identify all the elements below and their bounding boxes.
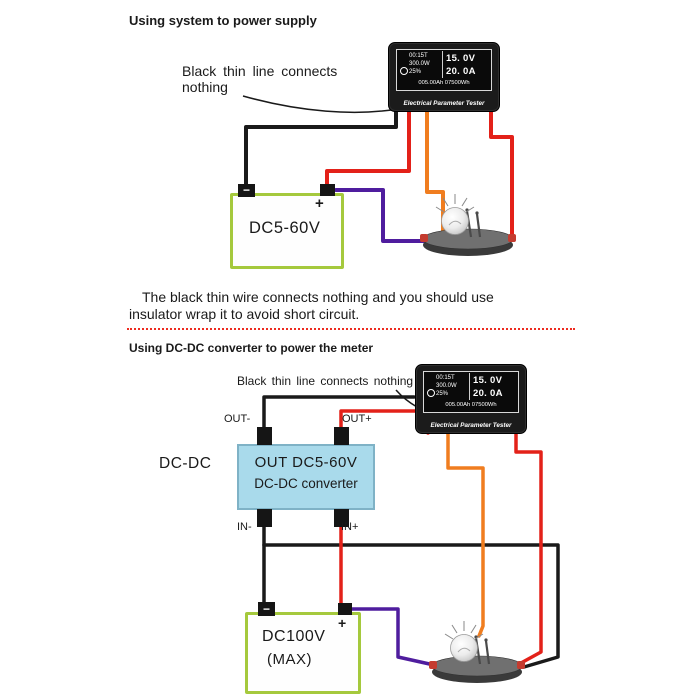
meter-battery-percent: 25% [409,69,422,75]
wire-bottom-out-minus-to-meter [262,395,416,433]
light-bulb-top [418,192,518,258]
battery-label-line2: (MAX) [267,651,312,668]
terminal-out-plus [334,427,349,445]
meter-button-icon [400,67,408,75]
battery-plus-terminal [338,603,352,615]
meter-time: 00:15T [409,53,428,59]
meter-voltage: 15. 0V [446,53,476,64]
meter-brand-text: Electrical Parameter Tester [403,100,485,107]
wire-top-orange-meter-to-bulb [425,109,445,233]
power-meter-bottom: 00:15T 300.0W 25% 15. 0V 20. 0A 005.00Ah… [415,364,527,434]
label-in-minus: IN- [237,521,252,533]
battery-plus-sign: + [315,195,324,212]
meter-voltage: 15. 0V [473,375,503,386]
battery-minus-terminal: − [258,602,275,616]
display-divider [442,51,443,78]
label-in-plus: IN+ [341,521,359,533]
meter-display: 00:15T 300.0W 25% 15. 0V 20. 0A 005.00Ah… [423,371,519,413]
meter-current: 20. 0A [473,388,503,399]
bottom-section-title: Using DC-DC converter to power the meter [129,341,374,355]
battery-label: DC5-60V [249,219,321,237]
converter-name-label: DC-DC converter [254,476,358,491]
wire-top-red-meter-to-bulb [489,109,514,243]
meter-display: 00:15T 300.0W 25% 15. 0V 20. 0A 005.00Ah… [396,49,492,91]
top-note-line2: nothing [182,79,228,95]
label-out-plus: OUT+ [342,413,372,425]
top-note-line1: Black thin line connects [182,63,338,79]
battery-dc5-60v: DC5-60V [230,193,344,269]
meter-current: 20. 0A [446,66,476,77]
battery-minus-terminal: − [238,184,255,197]
red-dotted-separator [127,328,575,330]
terminal-out-minus [257,427,272,445]
wire-top-thin-black-connects-nothing [242,95,399,114]
dcdc-converter: OUT DC5-60V DC-DC converter [237,444,375,510]
wire-bottom-black-to-bulb [262,543,560,669]
middle-note-line2: insulator wrap it to avoid short circuit… [129,306,360,322]
wire-bottom-red-meter-to-bulb [514,431,543,665]
terminal-in-plus [334,509,349,527]
meter-power: 300.0W [409,61,430,67]
meter-power: 300.0W [436,383,457,389]
converter-output-label: OUT DC5-60V [254,454,358,471]
wire-top-red-battery-plus-to-meter [325,109,411,190]
wire-top-purple-battery-to-bulb [334,188,428,243]
bottom-note: Black thin line connects nothing [237,374,414,388]
battery-plus-terminal [320,184,335,196]
battery-label-line1: DC100V [262,628,326,645]
meter-time: 00:15T [436,375,455,381]
battery-dc100v: DC100V (MAX) [245,612,361,694]
wire-bottom-orange-meter-to-bulb [446,431,485,638]
wire-bottom-purple-battery-to-bulb [350,607,436,667]
meter-energy-row: 005.00Ah 07500Wh [445,402,497,408]
light-bulb-bottom [427,619,527,685]
battery-plus-sign: + [338,615,347,631]
meter-battery-percent: 25% [436,391,449,397]
dcdc-side-label: DC-DC [159,455,212,472]
display-divider [469,373,470,400]
terminal-in-minus [257,509,272,527]
middle-note-line1: The black thin wire connects nothing and… [142,289,494,305]
meter-brand-text: Electrical Parameter Tester [430,422,512,429]
wire-top-battery-minus-to-meter [244,109,398,193]
power-meter-top: 00:15T 300.0W 25% 15. 0V 20. 0A 005.00Ah… [388,42,500,112]
meter-button-icon [427,389,435,397]
top-section-title: Using system to power supply [129,13,317,28]
label-out-minus: OUT- [224,413,251,425]
meter-energy-row: 005.00Ah 07500Wh [418,80,470,86]
